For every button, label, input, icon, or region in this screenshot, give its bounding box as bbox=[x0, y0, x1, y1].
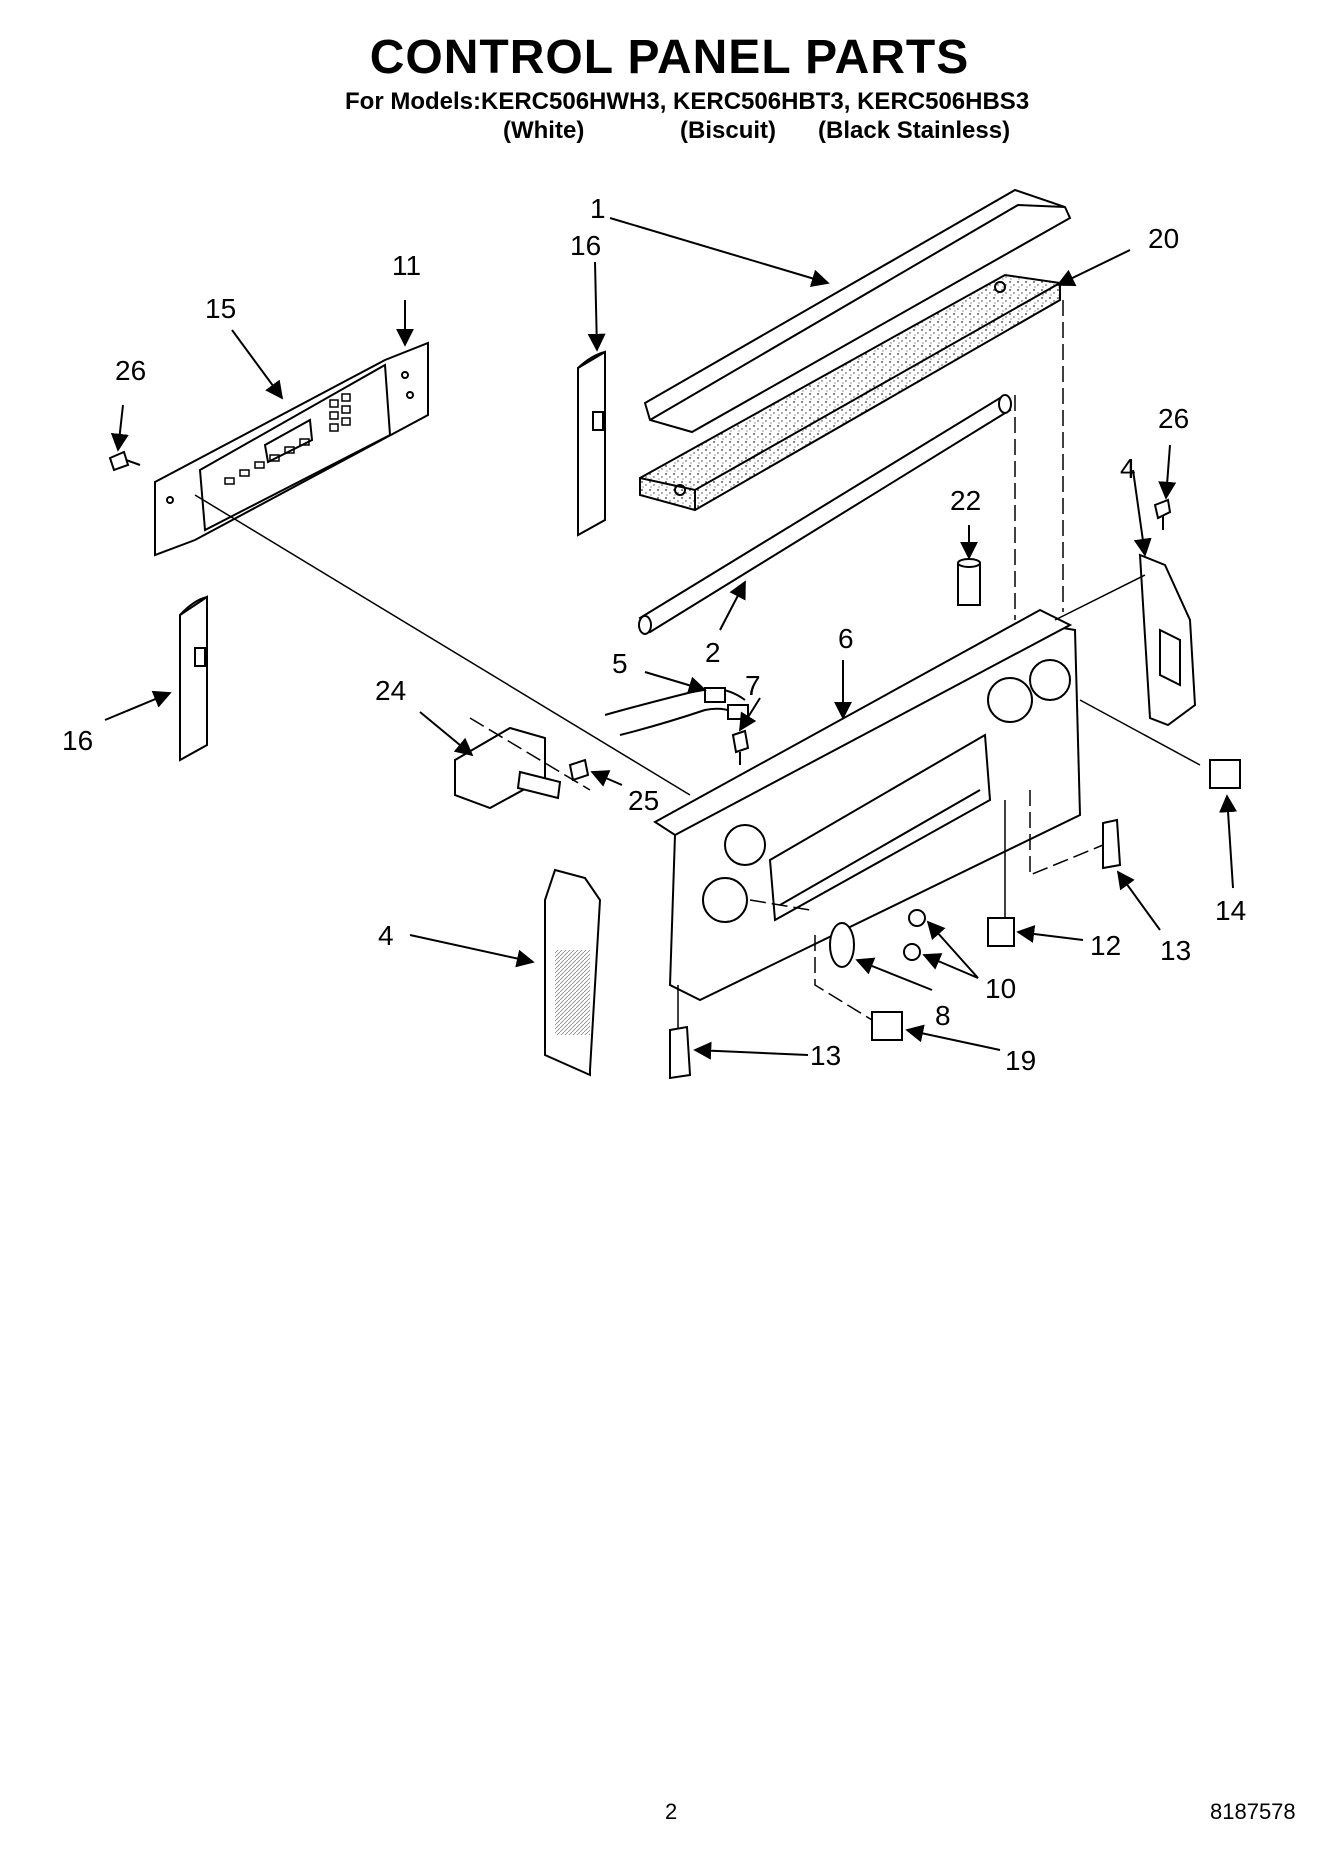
part-5-wire-harness bbox=[604, 687, 749, 736]
arrow-4-right bbox=[1132, 469, 1152, 557]
page-number: 2 bbox=[665, 1799, 678, 1824]
arrow-24 bbox=[419, 711, 474, 757]
callout-24: 24 bbox=[375, 675, 406, 706]
callout-16-upper: 16 bbox=[570, 230, 601, 261]
part-26-screw-left bbox=[108, 450, 141, 472]
callout-13-right: 13 bbox=[1160, 935, 1191, 966]
models-line: For Models:KERC506HWH3, KERC506HBT3, KER… bbox=[345, 88, 1030, 115]
part-8-knob bbox=[829, 922, 855, 968]
part-6-control-panel bbox=[653, 608, 1082, 1002]
part-15-electronic-control bbox=[154, 341, 429, 557]
arrow-13-right bbox=[1116, 870, 1161, 931]
callout-14: 14 bbox=[1215, 895, 1246, 926]
callout-4-right: 4 bbox=[1120, 453, 1136, 484]
callout-10: 10 bbox=[985, 973, 1016, 1004]
callout-13-left: 13 bbox=[810, 1040, 841, 1071]
callout-26-left: 26 bbox=[115, 355, 146, 386]
callout-26-right: 26 bbox=[1158, 403, 1189, 434]
arrow-25 bbox=[590, 770, 623, 787]
arrow-20 bbox=[1056, 249, 1131, 287]
part-14-switch bbox=[1209, 759, 1241, 789]
arrow-12 bbox=[1016, 925, 1084, 943]
arrow-4-left bbox=[409, 934, 535, 968]
arrow-8 bbox=[855, 957, 933, 991]
part-22-capacitor bbox=[957, 558, 981, 606]
callout-5: 5 bbox=[612, 648, 628, 679]
part-7-screw bbox=[731, 729, 750, 765]
part-12-knob-base bbox=[987, 917, 1015, 947]
arrow-2 bbox=[719, 580, 746, 631]
assembly-lines bbox=[194, 300, 1201, 1028]
callout-8: 8 bbox=[935, 1000, 951, 1031]
part-13-bracket-right bbox=[1102, 818, 1122, 870]
callout-1: 1 bbox=[590, 193, 606, 224]
arrow-7 bbox=[739, 697, 761, 732]
part-16-side-trim-lower bbox=[179, 595, 208, 762]
part-24-switch bbox=[454, 726, 562, 810]
arrow-5 bbox=[644, 671, 707, 694]
part-2-fluorescent-tube bbox=[638, 394, 1012, 635]
arrow-16-upper bbox=[587, 261, 606, 352]
arrow-19 bbox=[905, 1024, 1001, 1051]
color-white: (White) bbox=[503, 117, 585, 144]
part-26-screw-right bbox=[1153, 498, 1172, 530]
color-biscuit: (Biscuit) bbox=[680, 117, 776, 144]
arrow-16-lower bbox=[104, 690, 172, 721]
callout-22: 22 bbox=[950, 485, 981, 516]
callout-16-lower: 16 bbox=[62, 725, 93, 756]
part-13-bracket-left bbox=[669, 1025, 692, 1080]
callout-15: 15 bbox=[205, 293, 236, 324]
callout-11: 11 bbox=[392, 250, 421, 281]
arrow-10-upper bbox=[926, 920, 979, 979]
arrow-10-lower bbox=[922, 953, 979, 979]
callout-2: 2 bbox=[705, 637, 721, 668]
callout-7: 7 bbox=[745, 670, 761, 701]
arrow-14 bbox=[1219, 794, 1238, 889]
part-19-switch bbox=[871, 1011, 903, 1041]
part-20-insulation-strip bbox=[639, 273, 1061, 512]
arrow-26-left bbox=[110, 404, 129, 452]
part-10-indicator-lights bbox=[903, 909, 926, 961]
color-black-stainless: (Black Stainless) bbox=[818, 117, 1011, 144]
part-1-trim-strip bbox=[643, 188, 1072, 434]
callout-4-left: 4 bbox=[378, 920, 394, 951]
page-title: CONTROL PANEL PARTS bbox=[369, 31, 970, 84]
part-25-screw bbox=[568, 758, 590, 782]
part-16-side-trim-upper bbox=[577, 350, 606, 537]
document-number: 8187578 bbox=[1210, 1799, 1296, 1824]
arrow-26-right bbox=[1158, 444, 1177, 500]
part-4-end-cap-right bbox=[1138, 553, 1197, 727]
arrow-15 bbox=[231, 329, 284, 400]
callout-25: 25 bbox=[628, 785, 659, 816]
callout-19: 19 bbox=[1005, 1045, 1036, 1076]
callout-20: 20 bbox=[1148, 223, 1179, 254]
callout-12: 12 bbox=[1090, 930, 1121, 961]
arrow-13-left bbox=[693, 1041, 809, 1060]
callout-6: 6 bbox=[838, 623, 854, 654]
arrow-1 bbox=[609, 217, 830, 287]
part-4-end-cap-left bbox=[544, 868, 602, 1077]
